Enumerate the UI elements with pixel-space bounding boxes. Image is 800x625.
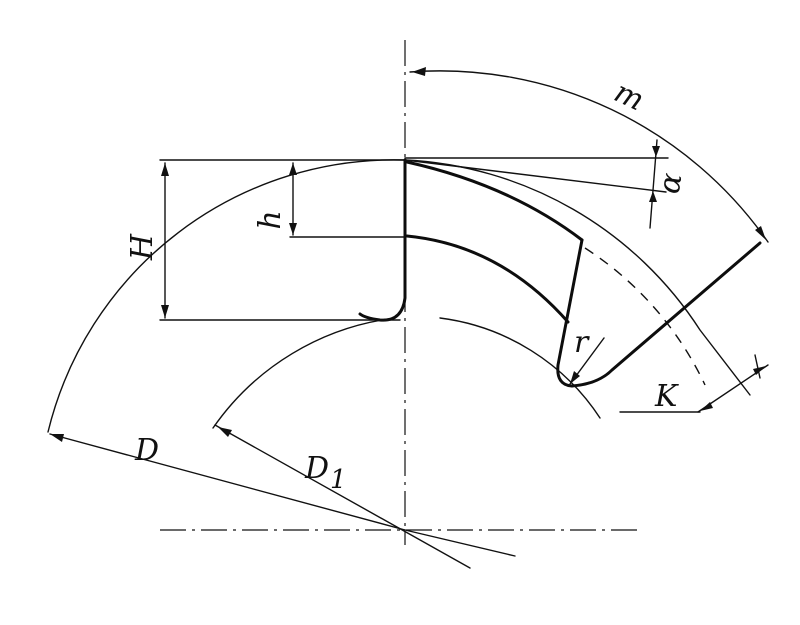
label-r: r (574, 325, 590, 360)
alpha-arrow-top (652, 146, 660, 157)
H-arrow-top (161, 163, 169, 176)
dashed-arc (584, 247, 706, 386)
m-arrow-right (755, 226, 766, 240)
D1-arrow (218, 427, 232, 437)
m-arrow-left (412, 67, 426, 76)
inner-arc-left (212, 317, 396, 429)
K-arrow-right (753, 366, 766, 375)
inner-arc-right (439, 317, 601, 419)
label-h: h (253, 210, 288, 229)
tooth-land-edge (405, 234, 570, 324)
tooth-top-edge (405, 160, 584, 242)
D1-radius-line (214, 424, 471, 569)
label-D1: D (304, 451, 329, 486)
alpha-rake-line (404, 159, 667, 193)
r-arrow (570, 371, 580, 384)
H-arrow-bottom (161, 305, 169, 318)
m-dimension-arc (409, 70, 769, 243)
alpha-arrow-bottom (649, 191, 657, 202)
outer-arc-left (47, 159, 406, 433)
label-alpha: α (652, 170, 690, 196)
h-arrow-bottom (289, 223, 297, 235)
label-H: H (125, 233, 160, 261)
label-D1-subscript: 1 (330, 465, 347, 495)
gullet-and-back-line (570, 241, 762, 388)
K-arrow-left (700, 402, 713, 411)
D-radius-line (49, 433, 406, 531)
h-arrow-top (289, 163, 297, 175)
K-extension (754, 354, 761, 379)
label-K: K (654, 379, 679, 414)
tooth-front-face (358, 158, 407, 322)
tooth-back-face (556, 238, 584, 388)
D-arrow (50, 434, 64, 442)
D-line-extension (404, 529, 516, 557)
label-D: D (134, 433, 159, 468)
